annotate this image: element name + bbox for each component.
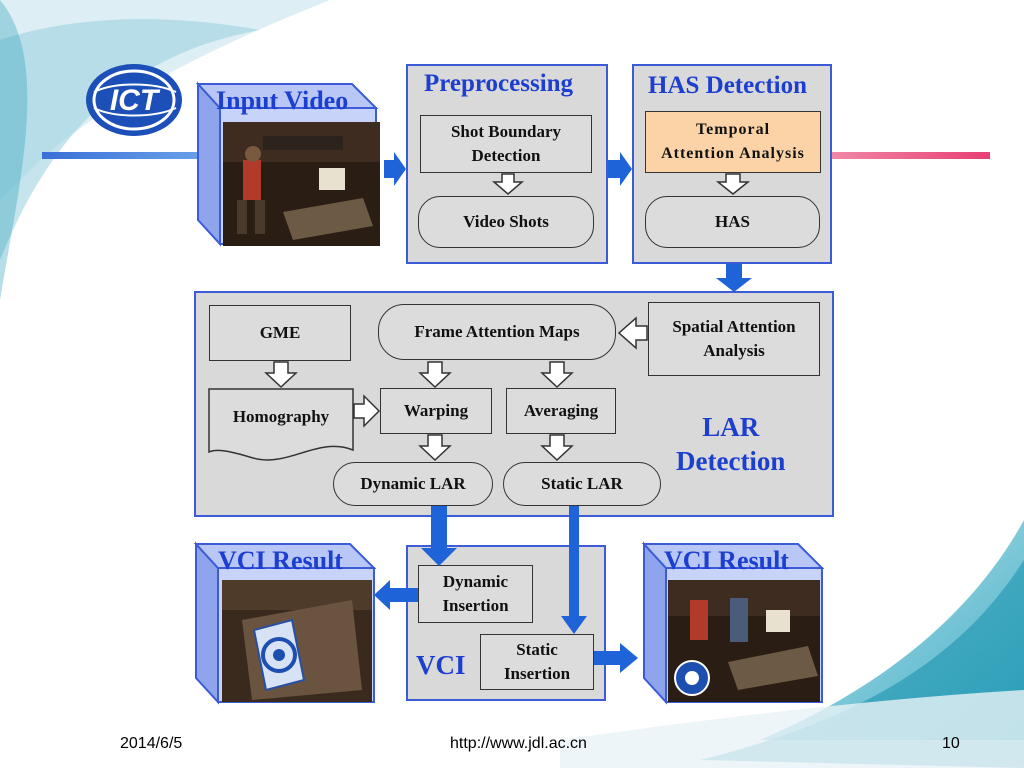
has-box: HAS: [645, 196, 820, 248]
footer-date: 2014/6/5: [120, 735, 183, 752]
frame-attention-maps-box: Frame Attention Maps: [378, 304, 616, 360]
vci-result-right-frame: [668, 580, 820, 702]
lar-detection-title: LAR Detection: [676, 410, 785, 478]
temporal-line1: Temporal: [695, 121, 771, 138]
homography-label: Homography: [232, 407, 330, 426]
dynamic-lar-label: Dynamic LAR: [360, 474, 466, 493]
video-shots-label: Video Shots: [463, 212, 549, 231]
logo-text: ICT: [110, 84, 161, 117]
frame-attention-maps-label: Frame Attention Maps: [414, 322, 580, 341]
lar-title-line1: LAR: [702, 412, 760, 442]
input-video-title: Input Video: [216, 86, 349, 115]
static-insertion-line1: Static: [516, 640, 558, 659]
spatial-line1: Spatial Attention: [672, 317, 796, 336]
vci-result-left-frame: [222, 580, 372, 702]
lar-title-line2: Detection: [676, 446, 786, 476]
dynamic-lar-box: Dynamic LAR: [333, 462, 493, 506]
averaging-box: Averaging: [506, 388, 616, 434]
averaging-label: Averaging: [523, 401, 599, 420]
input-video-frame: [223, 122, 380, 246]
footer-url: http://www.jdl.ac.cn: [450, 735, 587, 752]
homography-label-box: Homography: [208, 392, 354, 442]
footer-page-number: 10: [942, 735, 960, 752]
temporal-line2: Attention Analysis: [661, 145, 805, 162]
ict-logo: ICT: [86, 64, 182, 136]
has-detection-title: HAS Detection: [648, 72, 807, 99]
gme-label: GME: [259, 323, 301, 342]
dynamic-insertion-line1: Dynamic: [442, 572, 509, 591]
warping-label: Warping: [403, 401, 469, 420]
vci-result-right-title: VCI Result: [664, 546, 789, 575]
preprocessing-title: Preprocessing: [424, 70, 574, 97]
has-label: HAS: [715, 212, 750, 231]
homography-document-shape: [208, 388, 354, 461]
vci-result-left-title: VCI Result: [218, 546, 343, 575]
video-shots-box: Video Shots: [418, 196, 594, 248]
static-lar-label: Static LAR: [541, 474, 623, 493]
static-insertion-line2: Insertion: [503, 664, 571, 683]
static-lar-box: Static LAR: [503, 462, 661, 506]
warping-box: Warping: [380, 388, 492, 434]
shot-boundary-line2: Detection: [471, 146, 541, 165]
shot-boundary-line1: Shot Boundary: [450, 122, 562, 141]
vci-title: VCI: [416, 650, 466, 680]
spatial-line2: Analysis: [703, 341, 765, 360]
gme-box: GME: [209, 305, 351, 361]
dynamic-insertion-line2: Insertion: [442, 596, 509, 615]
